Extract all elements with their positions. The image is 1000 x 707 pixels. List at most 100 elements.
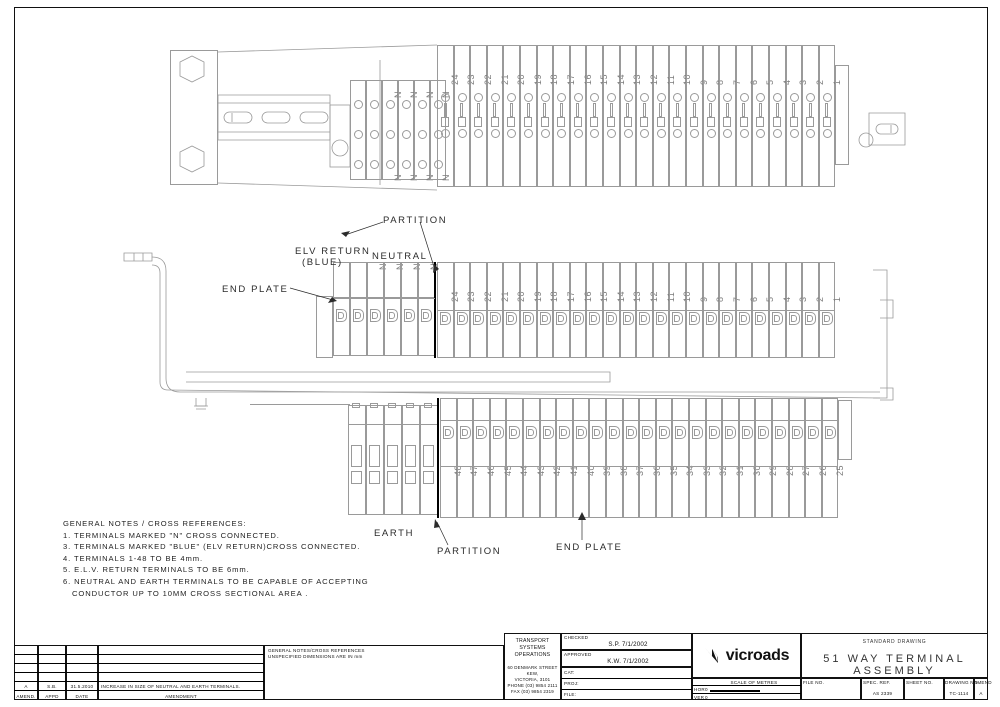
plan-blade-base-icon — [773, 117, 781, 127]
bottom-clamp-icon — [526, 426, 537, 439]
elev-clamp-icon — [705, 312, 717, 325]
plan-blade-icon — [709, 103, 713, 117]
earth-clamp-upper-icon — [351, 445, 362, 467]
bottom-terminal-cell — [788, 398, 806, 518]
drawing-no-value: TC-1114 — [949, 691, 969, 696]
plan-terminal-cell — [769, 45, 786, 187]
elev-clamp-inner-icon — [558, 315, 565, 322]
plan-blade-base-icon — [789, 117, 798, 127]
plan-blade-icon — [792, 103, 796, 117]
amend-box — [974, 678, 988, 700]
approved-value: K.W. 7/1/2002 — [607, 658, 649, 665]
elev-clamp-inner-icon — [508, 315, 515, 322]
bottom-terminal-cell — [539, 398, 557, 518]
vicroads-mark-icon — [704, 646, 723, 665]
elev-aux-clamp-inner-icon — [423, 312, 429, 319]
plan-blade-base-icon — [590, 117, 599, 127]
plan-screw-bottom-icon — [789, 129, 799, 138]
bottom-terminal-cell — [440, 398, 457, 518]
scale-box — [692, 678, 801, 700]
plan-screw-top-icon — [540, 93, 550, 102]
plan-blade-icon — [476, 103, 480, 117]
elev-aux-separator — [333, 298, 435, 299]
spec-ref-box — [861, 678, 904, 700]
plan-screw-bottom-icon — [656, 129, 666, 138]
plan-screw-top-icon — [557, 93, 567, 102]
plan-terminal-cell — [569, 45, 587, 187]
elev-clamp-icon — [440, 312, 451, 325]
bottom-clamp-icon — [824, 426, 836, 439]
elev-clamp-icon — [589, 312, 601, 325]
bottom-clamp-icon — [642, 426, 654, 439]
bottom-clamp-icon — [443, 426, 454, 439]
approved-label: APPROVED — [564, 652, 592, 657]
plan-screw-top-icon — [441, 93, 450, 102]
plan-aux-screw-icon — [386, 130, 395, 139]
bottom-terminal-cell — [705, 398, 723, 518]
plan-blade-icon — [443, 103, 447, 117]
bottom-clamp-icon — [675, 426, 687, 439]
plan-blade-base-icon — [474, 117, 483, 127]
elev-clamp-inner-icon — [491, 315, 498, 322]
plan-aux-screw-icon — [402, 160, 411, 169]
callout-earth: EARTH — [374, 528, 415, 539]
bottom-clamp-inner-icon — [561, 429, 568, 436]
drawing-no-box — [944, 678, 974, 700]
plan-screw-bottom-icon — [739, 129, 749, 138]
plan-blade-base-icon — [607, 117, 615, 127]
plan-blade-base-icon — [706, 117, 715, 127]
plan-screw-top-icon — [706, 93, 716, 102]
bottom-partition-line — [437, 398, 439, 518]
plan-blade-icon — [526, 103, 530, 117]
elev-clamp-inner-icon — [608, 315, 614, 322]
plan-blade-icon — [460, 103, 464, 117]
elev-clamp-icon — [506, 312, 518, 325]
plan-terminal-cell — [735, 45, 753, 187]
elev-aux-clamp-icon — [336, 309, 347, 322]
plan-blade-base-icon — [457, 117, 466, 127]
bottom-clamp-inner-icon — [760, 429, 767, 436]
plan-screw-bottom-icon — [773, 129, 782, 138]
plan-blade-base-icon — [640, 117, 649, 127]
elev-clamp-inner-icon — [574, 315, 581, 322]
bottom-terminal-cell — [821, 398, 839, 518]
bottom-clamp-icon — [692, 426, 703, 439]
bottom-terminal-cell — [738, 398, 756, 518]
plan-terminal-cell — [486, 45, 504, 187]
plan-aux-terminal-cell — [350, 80, 366, 180]
plan-screw-top-icon — [789, 93, 799, 102]
approved-box — [561, 650, 692, 667]
elev-clamp-inner-icon — [790, 315, 797, 322]
bottom-clamp-icon — [492, 426, 504, 439]
bottom-clamp-icon — [609, 426, 620, 439]
plan-screw-top-icon — [656, 93, 666, 102]
elev-aux-clamp-icon — [404, 309, 415, 322]
plan-screw-top-icon — [640, 93, 650, 102]
bottom-clamp-inner-icon — [694, 429, 700, 436]
plan-aux-screw-icon — [386, 160, 395, 169]
plan-terminal-cell — [669, 45, 686, 187]
bottom-clamp-inner-icon — [677, 429, 684, 436]
bottom-terminal-cell — [655, 398, 673, 518]
earth-clamp-upper-icon — [387, 445, 398, 467]
plan-screw-bottom-icon — [474, 129, 484, 138]
plan-terminal-cell — [818, 45, 836, 187]
notes-header-line1: GENERAL NOTES/CROSS REFERENCES — [268, 648, 365, 653]
earth-terminal-cell — [384, 405, 402, 515]
plan-screw-top-icon — [590, 93, 600, 102]
bottom-clamp-inner-icon — [826, 429, 833, 436]
bottom-clamp-inner-icon — [743, 429, 750, 436]
bottom-clamp-inner-icon — [478, 429, 485, 436]
elev-clamp-icon — [655, 312, 667, 325]
elev-cell-separator — [437, 310, 836, 311]
elev-clamp-inner-icon — [541, 315, 548, 322]
bottom-clamp-inner-icon — [577, 429, 584, 436]
bottom-terminal-cell — [755, 398, 772, 518]
plan-aux-screw-icon — [418, 160, 427, 169]
end-plate-right-plan — [835, 65, 850, 165]
plan-screw-top-icon — [524, 93, 533, 102]
plan-screw-top-icon — [806, 93, 816, 102]
elev-clamp-inner-icon — [624, 315, 631, 322]
plan-screw-bottom-icon — [590, 129, 600, 138]
plan-screw-bottom-icon — [441, 129, 450, 138]
